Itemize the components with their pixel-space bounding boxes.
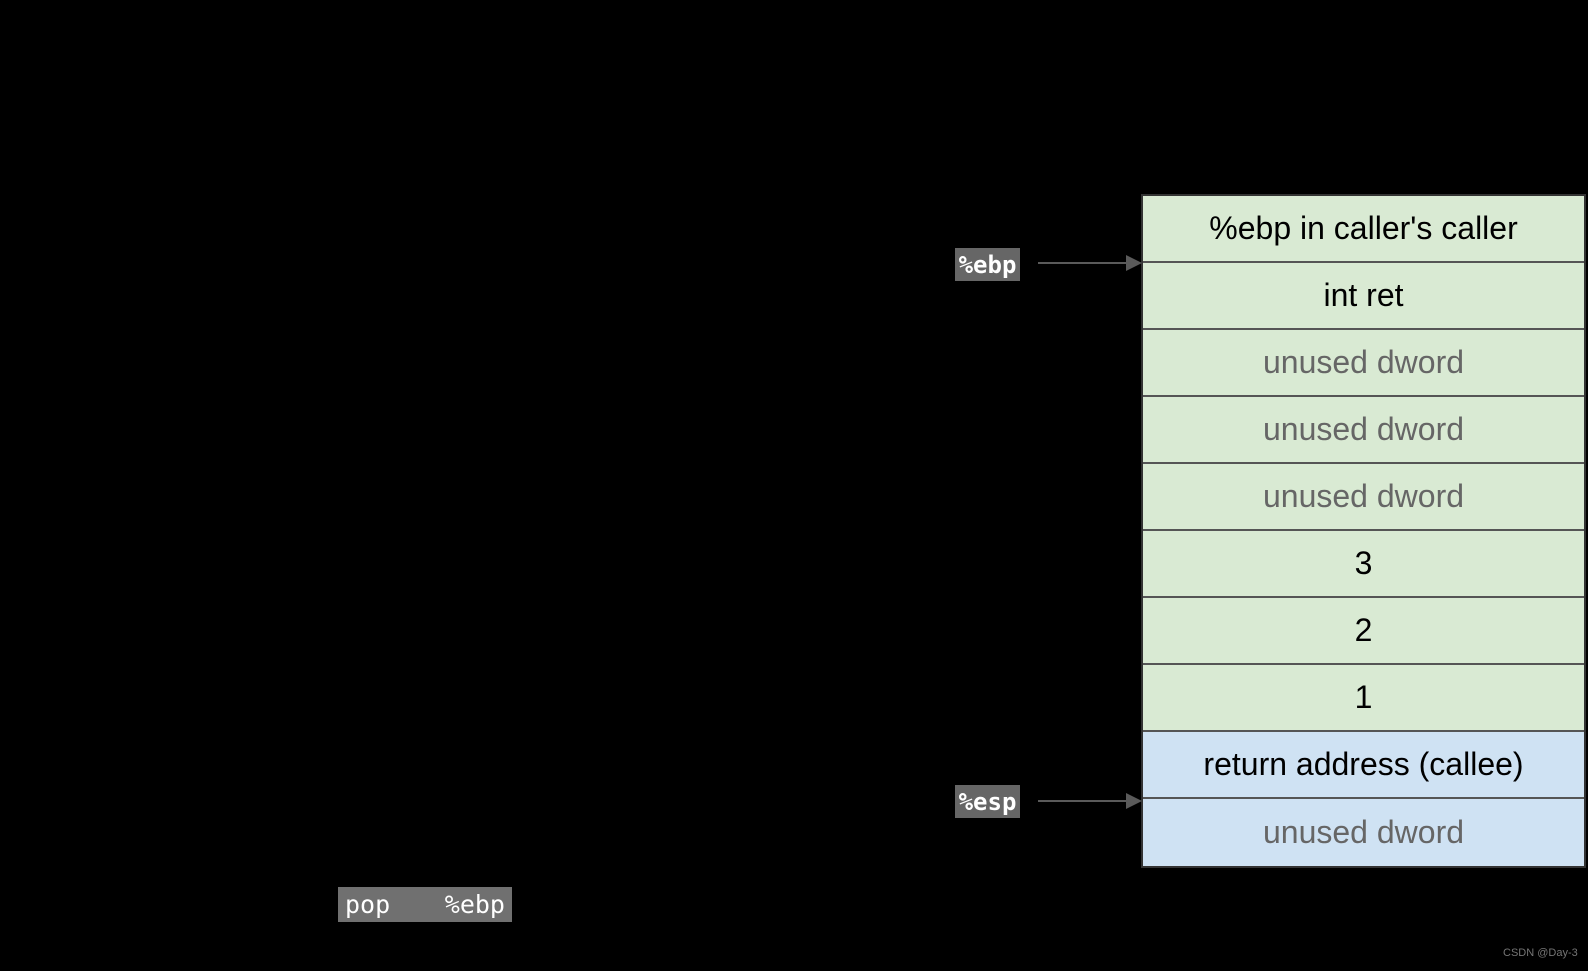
stack-row: %ebp in caller's caller: [1143, 196, 1584, 263]
instruction-mnemonic: pop: [345, 890, 391, 919]
esp-arrow-line: [1038, 800, 1128, 802]
stack-row: return address (callee): [1143, 732, 1584, 799]
stack-row: 3: [1143, 531, 1584, 598]
instruction-operand: %ebp: [444, 890, 505, 919]
stack-row: unused dword: [1143, 397, 1584, 464]
stack-row: unused dword: [1143, 799, 1584, 866]
stack-cell-label: unused dword: [1262, 478, 1465, 514]
ebp-register-chip: %ebp: [955, 248, 1020, 281]
esp-register-chip: %esp: [955, 785, 1020, 818]
stack-cell-label: 2: [1354, 612, 1373, 648]
stack-cell-label: 3: [1354, 545, 1373, 581]
stack-cell-label: 1: [1354, 679, 1373, 715]
esp-arrow-head-icon: [1126, 793, 1142, 809]
ebp-arrow-line: [1038, 262, 1128, 264]
stack-row: 2: [1143, 598, 1584, 665]
stack-cell-label: %ebp in caller's caller: [1209, 210, 1518, 246]
stack-cell-label: unused dword: [1262, 344, 1465, 380]
watermark: CSDN @Day-3: [1503, 947, 1578, 959]
stack-row: 1: [1143, 665, 1584, 732]
stack-table: %ebp in caller's caller int ret unused d…: [1141, 194, 1586, 868]
stack-cell-label: unused dword: [1262, 411, 1465, 447]
stack-row: unused dword: [1143, 330, 1584, 397]
instruction-pop-ebp: pop %ebp: [338, 887, 512, 922]
stack-row: unused dword: [1143, 464, 1584, 531]
stack-cell-label: int ret: [1323, 277, 1404, 313]
ebp-arrow-head-icon: [1126, 255, 1142, 271]
stack-cell-label: unused dword: [1262, 814, 1465, 850]
stack-row: int ret: [1143, 263, 1584, 330]
stack-cell-label: return address (callee): [1203, 746, 1524, 782]
